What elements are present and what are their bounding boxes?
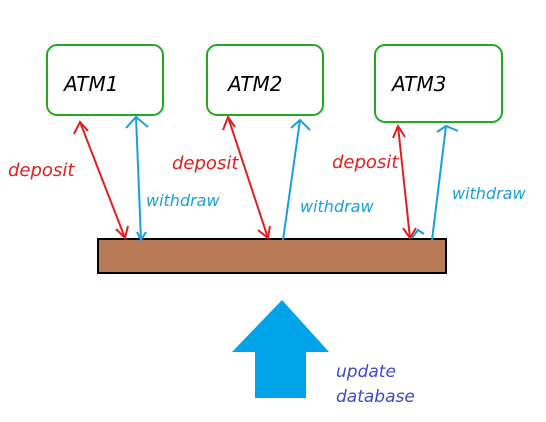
withdraw-arrow-atm1: [125, 115, 149, 243]
update-arrow-icon: [232, 300, 329, 398]
withdraw-arrow-atm3: [411, 124, 459, 241]
deposit-arrow-atm3: [392, 123, 417, 240]
deposit-label-atm3: deposit: [332, 152, 399, 173]
atm3-label: ATM3: [390, 72, 446, 96]
atm1-label: ATM1: [62, 72, 118, 96]
deposit-arrow-atm1: [73, 120, 129, 240]
atm3-box: [374, 44, 503, 123]
deposit-label-atm1: deposit: [8, 160, 75, 181]
database-bar: [97, 238, 447, 274]
database-label: database: [336, 387, 415, 407]
deposit-arrow-atm2: [222, 114, 271, 240]
atm3-node: ATM3: [374, 44, 503, 123]
withdraw-label-atm2: withdraw: [300, 197, 374, 216]
atm2-box: [206, 44, 324, 116]
atm1-box: [46, 44, 164, 116]
atm1-node: ATM1: [46, 44, 164, 116]
withdraw-label-atm1: withdraw: [146, 191, 220, 210]
atm2-label: ATM2: [226, 72, 282, 96]
withdraw-label-atm3: withdraw: [452, 184, 526, 203]
atm2-node: ATM2: [206, 44, 324, 116]
deposit-label-atm2: deposit: [172, 153, 239, 174]
update-label: update: [336, 362, 396, 382]
withdraw-arrow-atm2: [282, 118, 311, 241]
